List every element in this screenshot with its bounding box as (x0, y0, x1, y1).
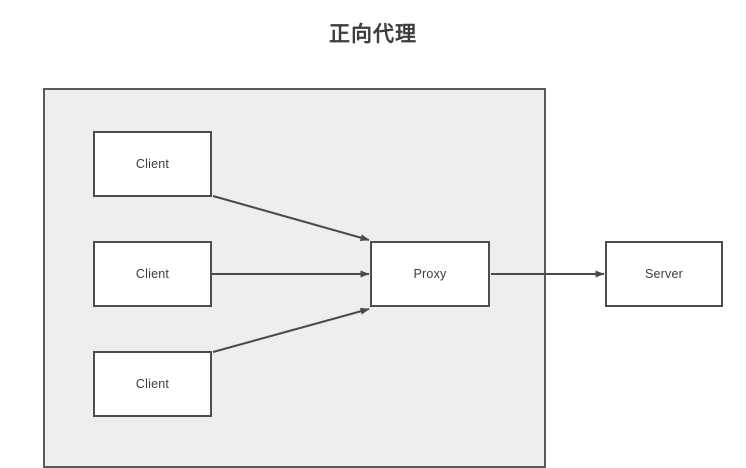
node-label: Server (644, 267, 684, 281)
node-label: Client (135, 267, 170, 281)
node-label: Client (135, 157, 170, 171)
page-title: 正向代理 (329, 22, 417, 46)
node-server[interactable]: Server (605, 241, 723, 307)
node-client-2[interactable]: Client (93, 241, 212, 307)
node-label: Proxy (413, 267, 447, 281)
node-label: Client (135, 377, 170, 391)
node-client-3[interactable]: Client (93, 351, 212, 417)
node-proxy[interactable]: Proxy (370, 241, 490, 307)
node-client-1[interactable]: Client (93, 131, 212, 197)
